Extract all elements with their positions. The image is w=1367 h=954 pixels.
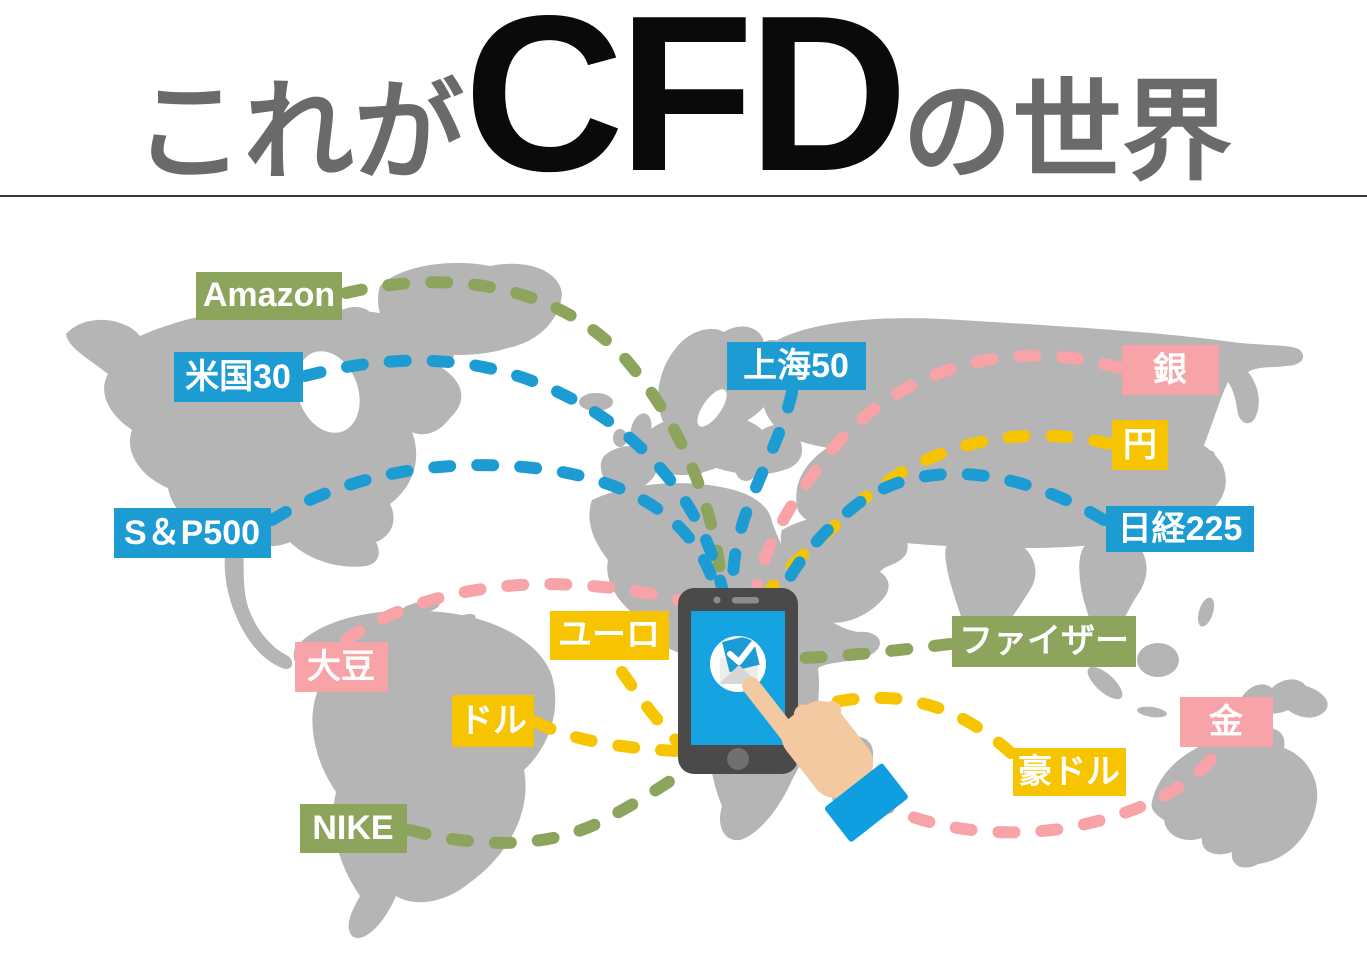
label-amazon-text: Amazon [203, 276, 335, 314]
label-amazon-bg [196, 272, 342, 320]
label-gold-text: 金 [1208, 702, 1244, 741]
label-sp500-bg [114, 508, 271, 558]
connector-lines [266, 276, 1224, 849]
connector-pfizer [797, 638, 956, 664]
label-sp500-text: S＆P500 [124, 514, 260, 552]
label-euro: ユーロ [550, 611, 669, 660]
connector-aud [810, 691, 1017, 759]
label-nikkei225-text: 日経225 [1118, 510, 1243, 548]
label-shanghai50: 上海50 [727, 342, 866, 390]
label-euro-text: ユーロ [558, 616, 660, 654]
label-pfizer-text: ファイザー [959, 622, 1129, 660]
instrument-labels: Amazon 米国30 S＆P500 上海50 銀 円 日経225 ユーロ [114, 272, 1273, 853]
label-silver-text: 銀 [1153, 351, 1187, 389]
label-pfizer-bg [952, 616, 1136, 667]
label-soybean: 大豆 [295, 642, 388, 692]
label-usd: ドル [452, 695, 534, 747]
label-usd-text: ドル [459, 702, 527, 740]
label-jpy-bg [1112, 420, 1168, 470]
label-aud: 豪ドル [1013, 748, 1126, 796]
island-greenland [378, 262, 562, 355]
connector-nikkei225 [776, 467, 1110, 598]
island-iceland [579, 393, 613, 411]
label-gold: 金 [1180, 697, 1273, 747]
island-arctic-3 [339, 307, 371, 323]
label-silver: 銀 [1122, 345, 1219, 395]
label-us30: 米国30 [174, 352, 303, 402]
label-nike-bg [300, 804, 407, 853]
connector-silver [751, 349, 1126, 592]
label-shanghai50-bg [727, 342, 866, 390]
label-soybean-text: 大豆 [307, 648, 375, 686]
title-suffix: の世界 [902, 71, 1232, 194]
connector-sp500 [266, 459, 722, 596]
label-nikkei225-bg [1106, 506, 1254, 552]
island-ireland [613, 429, 627, 447]
title-brand: CFD [464, 0, 902, 218]
connector-amazon [340, 276, 728, 592]
smartphone [678, 588, 798, 774]
island-philippines [1197, 597, 1215, 627]
phone-home-button [727, 748, 749, 770]
connector-usd [530, 716, 682, 757]
check-mark [727, 641, 756, 665]
label-pfizer: ファイザー [952, 616, 1136, 667]
region-greece [735, 455, 757, 481]
label-nikkei225: 日経225 [1106, 506, 1254, 552]
label-aud-text: 豪ドル [1018, 752, 1120, 791]
continent-north-america [66, 308, 462, 669]
continent-south-america [293, 610, 556, 939]
label-us30-bg [174, 352, 303, 402]
sleeve-cuff [824, 763, 908, 842]
connector-soybean [340, 577, 685, 646]
region-iberia [600, 445, 658, 491]
label-us30-text: 米国30 [185, 358, 291, 396]
label-usd-bg [452, 695, 534, 747]
label-silver-bg [1122, 345, 1219, 395]
island-java [1137, 706, 1167, 718]
connector-nike [404, 758, 701, 849]
connector-us30 [299, 354, 728, 594]
label-aud-bg [1013, 748, 1126, 796]
island-sumatra [1087, 666, 1123, 700]
title-prefix: これが [134, 71, 464, 194]
label-nike-text: NIKE [312, 809, 393, 847]
connector-gold [832, 744, 1224, 839]
continent-australia [1151, 720, 1318, 868]
label-jpy-text: 円 [1123, 426, 1157, 464]
label-jpy: 円 [1112, 420, 1168, 470]
connector-shanghai50 [727, 386, 798, 588]
label-amazon: Amazon [196, 272, 342, 320]
phone-camera-dot [713, 596, 721, 604]
label-gold-bg [1180, 697, 1273, 747]
tapping-hand [742, 676, 908, 842]
label-nike: NIKE [300, 804, 407, 853]
island-japan [1184, 450, 1216, 498]
connector-euro [616, 666, 682, 746]
label-soybean-bg [295, 642, 388, 692]
island-borneo [1137, 643, 1179, 677]
label-sp500: S＆P500 [114, 508, 271, 558]
palm [781, 700, 874, 798]
phone-speaker [732, 597, 759, 604]
label-shanghai50-text: 上海50 [743, 347, 849, 385]
page-title: これがCFDの世界 [134, 0, 1232, 218]
label-euro-bg [550, 611, 669, 660]
sea-baltic [697, 389, 727, 427]
